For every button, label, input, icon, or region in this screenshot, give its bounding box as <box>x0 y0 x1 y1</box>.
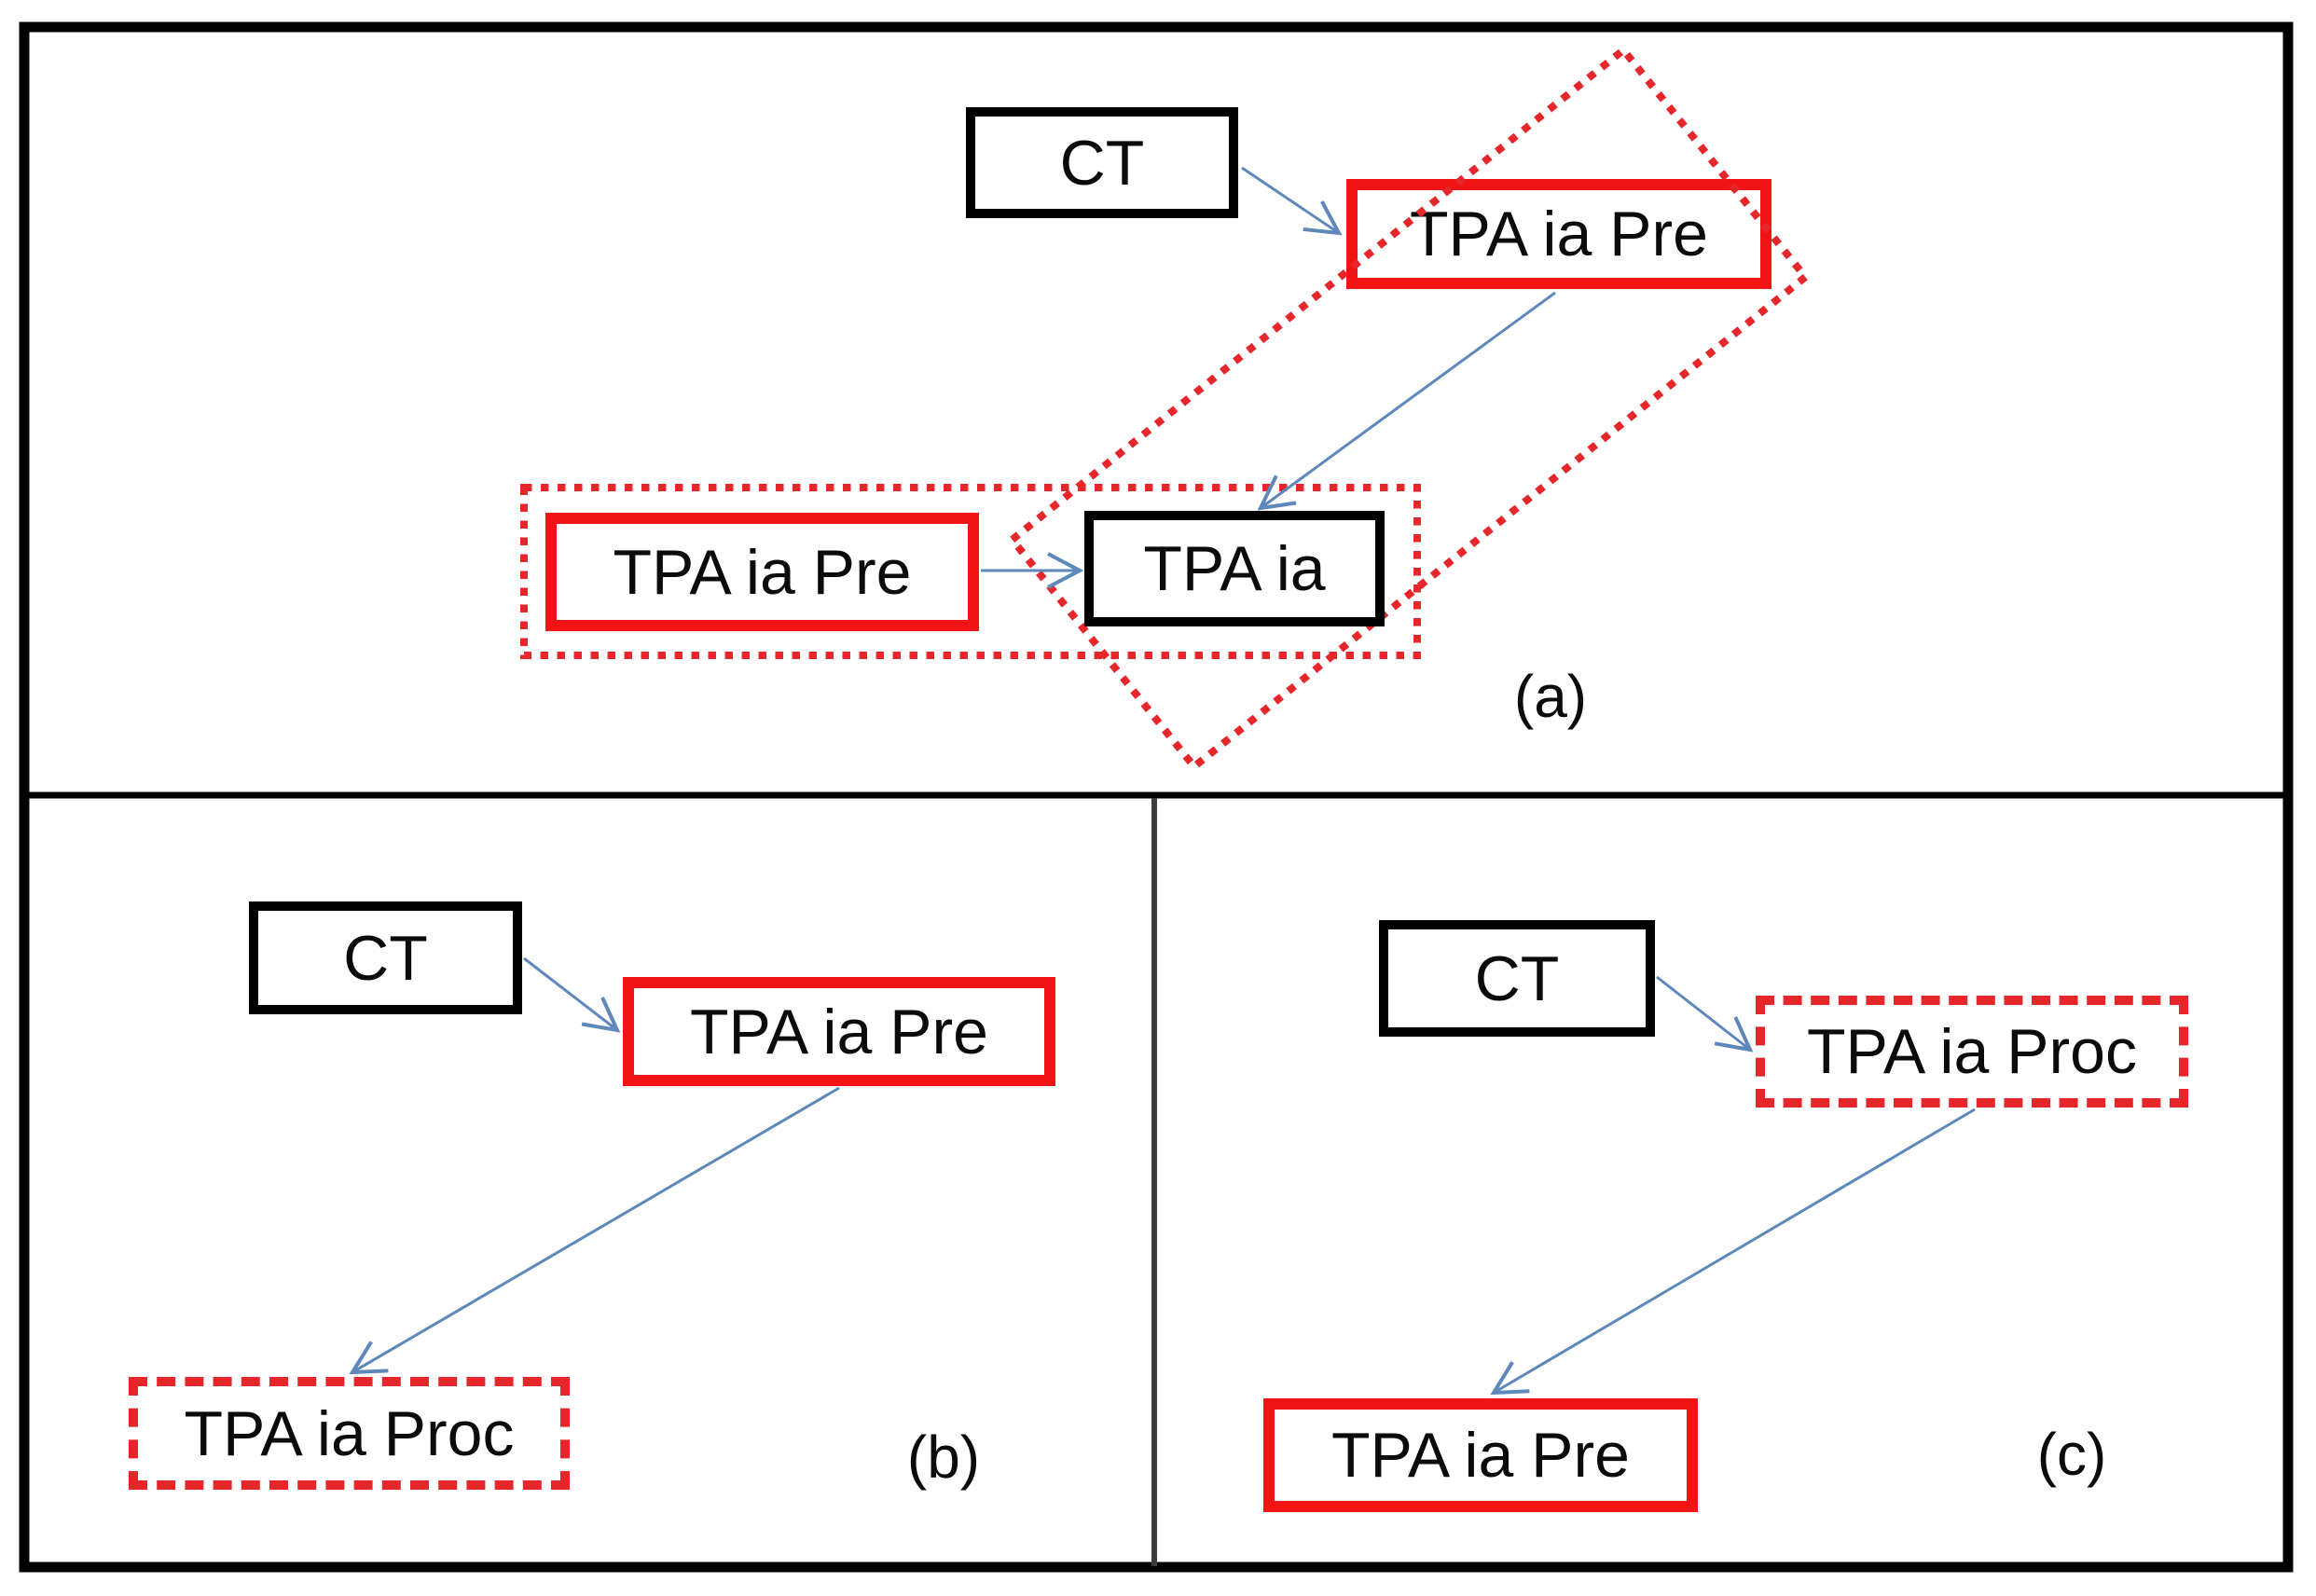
panel-b-arrow-tpa-ia-pre-to-tpa-ia-proc <box>349 1086 840 1375</box>
panel-b-ct-box: CT <box>249 901 522 1014</box>
panel-a-tpa-ia-label: TPA ia <box>1143 533 1326 604</box>
panel-c-tpa-ia-proc-label: TPA ia Proc <box>1807 1016 2137 1087</box>
panel-a-tpa-ia-box: TPA ia <box>1084 511 1385 626</box>
panel-c-tpa-ia-pre-label: TPA ia Pre <box>1331 1420 1630 1491</box>
panel-b-tpa-ia-proc-box: TPA ia Proc <box>129 1377 570 1490</box>
panel-b-ct-label: CT <box>343 922 428 994</box>
panel-a-horizontal-dotted-marquee <box>520 484 1421 659</box>
panel-a-ct-label: CT <box>1059 127 1145 199</box>
panel-a-arrow-ct-to-tpa-ia-pre <box>1241 166 1343 236</box>
panel-c-label: (c) <box>2036 1421 2107 1488</box>
panel-a-tpa-ia-pre-left-label: TPA ia Pre <box>613 536 912 608</box>
panel-c-arrow-tpa-ia-proc-to-tpa-ia-pre <box>1490 1108 1976 1396</box>
panel-b-tpa-ia-pre-box: TPA ia Pre <box>623 977 1055 1086</box>
panel-b-tpa-ia-pre-label: TPA ia Pre <box>690 996 988 1067</box>
panel-b-tpa-ia-proc-label: TPA ia Proc <box>184 1397 515 1469</box>
panel-b-arrow-ct-to-tpa-ia-pre <box>523 956 621 1033</box>
panel-a-rotated-dotted-marquee <box>1007 45 1811 772</box>
panel-a-tpa-ia-pre-upper-box: TPA ia Pre <box>1346 179 1771 289</box>
panel-a-tpa-ia-pre-left-box: TPA ia Pre <box>545 513 979 631</box>
panel-a-tpa-ia-pre-upper-label: TPA ia Pre <box>1410 199 1708 269</box>
panel-b-label: (b) <box>906 1424 981 1491</box>
panel-c-arrow-ct-to-tpa-ia-proc <box>1656 975 1754 1053</box>
panel-a-label: (a) <box>1513 663 1588 730</box>
panel-c-ct-box: CT <box>1379 920 1655 1037</box>
panel-a-ct-box: CT <box>966 107 1238 218</box>
panel-c-tpa-ia-proc-box: TPA ia Proc <box>1756 996 2188 1108</box>
panel-c-ct-label: CT <box>1474 942 1560 1014</box>
panel-a-arrow-tpa-ia-pre-to-tpa-ia <box>1257 291 1556 511</box>
panel-c-tpa-ia-pre-box: TPA ia Pre <box>1263 1398 1698 1512</box>
